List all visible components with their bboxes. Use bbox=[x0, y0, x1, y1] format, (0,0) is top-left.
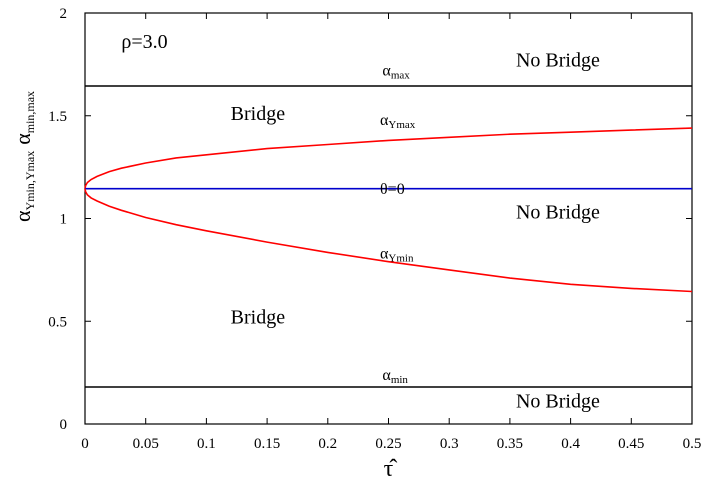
region-label: No Bridge bbox=[516, 202, 600, 224]
series-label: αYmax bbox=[380, 112, 416, 131]
y-tick-label: 0 bbox=[60, 417, 68, 433]
y-axis-title: αYmin,Ymaxαmin,max bbox=[10, 91, 37, 222]
y-tick-label: 0.5 bbox=[48, 314, 67, 330]
x-tick-label: 0 bbox=[81, 436, 89, 452]
x-tick-label: 0.35 bbox=[497, 436, 523, 452]
x-tick-label: 0.15 bbox=[254, 436, 280, 452]
x-tick-label: 0.1 bbox=[197, 436, 216, 452]
region-label: Bridge bbox=[231, 306, 286, 328]
series-label: αmax bbox=[382, 63, 410, 82]
y-axis-label: αYmin,Ymaxαmin,max bbox=[10, 91, 37, 222]
x-tick-label: 0.4 bbox=[561, 436, 580, 452]
series-line-1 bbox=[84, 127, 693, 189]
series-label: αYmin bbox=[380, 246, 414, 265]
series-label: αmin bbox=[382, 367, 408, 386]
series-line-3 bbox=[84, 188, 693, 293]
x-tick-label: 0.5 bbox=[683, 436, 702, 452]
x-axis-title: τ̂ bbox=[384, 456, 398, 482]
x-tick-label: 0.3 bbox=[440, 436, 459, 452]
x-tick-label: 0.05 bbox=[133, 436, 159, 452]
x-tick-label: 0.45 bbox=[618, 436, 644, 452]
x-tick-label: 0.25 bbox=[375, 436, 401, 452]
y-tick-label: 1.5 bbox=[48, 109, 67, 125]
y-tick-label: 2 bbox=[60, 6, 68, 22]
region-label: No Bridge bbox=[516, 49, 600, 71]
chart-marks bbox=[84, 85, 693, 388]
y-tick-label: 1 bbox=[60, 212, 68, 228]
region-label: No Bridge bbox=[516, 391, 600, 413]
axis-ticks: 0 0.05 0.1 0.15 0.2 0.25 0.3 0.35 0.4 0.45 0.5 0 0.5… bbox=[48, 6, 701, 452]
x-axis-label: τ̂ bbox=[384, 456, 398, 482]
region-label: Bridge bbox=[231, 103, 286, 125]
region-label: ρ=3.0 bbox=[121, 31, 167, 53]
x-tick-label: 0.2 bbox=[318, 436, 337, 452]
series-label: θ=0 bbox=[380, 181, 405, 198]
